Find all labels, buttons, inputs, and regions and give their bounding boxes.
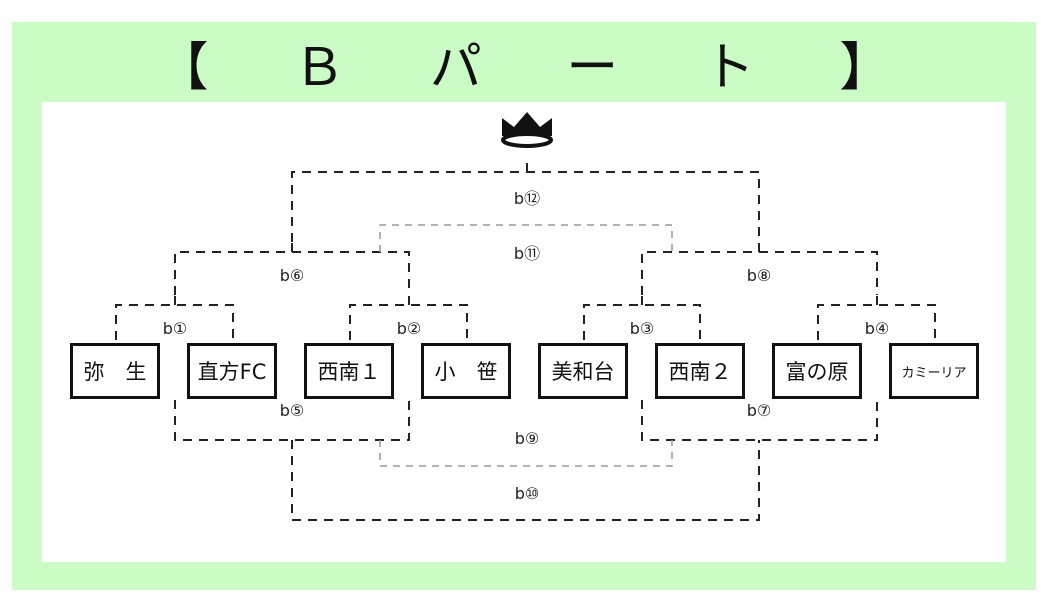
- team-box-1: 弥 生: [70, 343, 160, 399]
- match-label-b11: b⑪: [513, 244, 541, 263]
- connector-b8: [641, 242, 878, 295]
- match-label-b12: b⑫: [513, 189, 541, 208]
- team-box-7: 富の原: [772, 343, 862, 399]
- connector-b7: [641, 400, 878, 441]
- connector-b9: [379, 440, 673, 467]
- connector-b2: [349, 295, 468, 340]
- match-label-b10: b⑩: [514, 484, 540, 503]
- match-label-b4: b④: [864, 319, 890, 338]
- connector-b10: [291, 440, 760, 521]
- match-label-b5: b⑤: [279, 401, 305, 420]
- team-box-8: カミーリア: [889, 343, 979, 399]
- connector-b4: [817, 295, 936, 340]
- connector-b5: [174, 400, 410, 441]
- match-label-b7: b⑦: [746, 401, 772, 420]
- crown-icon: [501, 112, 553, 148]
- team-box-6: 西南２: [655, 343, 745, 399]
- connector-b12: [291, 160, 760, 242]
- match-label-b6: b⑥: [279, 266, 305, 285]
- team-box-4: 小 笹: [421, 343, 511, 399]
- connector-b11: [379, 224, 673, 252]
- team-box-3: 西南１: [304, 343, 394, 399]
- match-label-b2: b②: [396, 319, 422, 338]
- connector-b3: [583, 295, 701, 340]
- match-label-b1: b①: [162, 319, 188, 338]
- page-title: 【 Ｂ パ ー ト 】: [156, 37, 926, 98]
- connector-b1: [115, 295, 234, 340]
- team-box-5: 美和台: [538, 343, 628, 399]
- bracket-panel: [42, 102, 1006, 562]
- match-label-b3: b③: [629, 319, 655, 338]
- match-label-b9: b⑨: [514, 429, 540, 448]
- match-label-b8: b⑧: [746, 266, 772, 285]
- connector-b6: [174, 242, 410, 295]
- team-box-2: 直方FC: [187, 343, 277, 399]
